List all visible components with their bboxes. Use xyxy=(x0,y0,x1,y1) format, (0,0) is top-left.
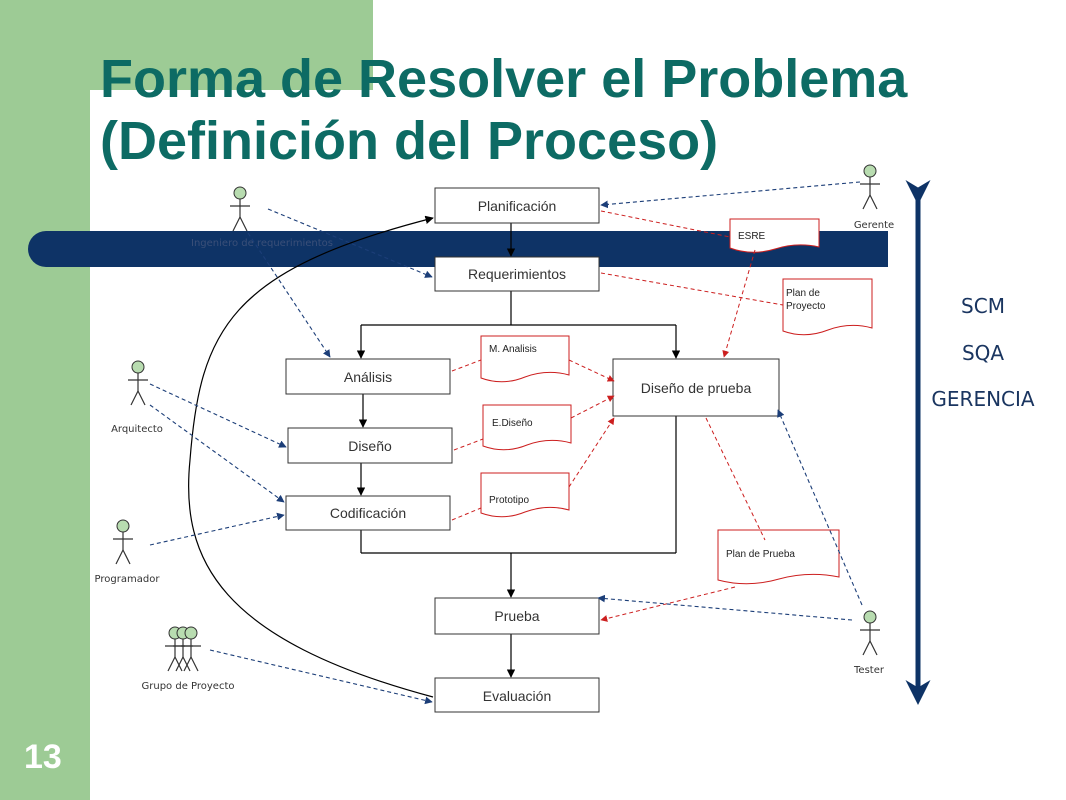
doc-plan-proyecto-line1: Plan de xyxy=(786,288,820,299)
box-evaluacion: Evaluación xyxy=(434,677,600,713)
link-tester-prueba xyxy=(597,594,853,621)
link-gerente-planificacion xyxy=(600,181,861,209)
navy-band-end xyxy=(860,231,888,267)
box-analisis: Análisis xyxy=(285,358,451,395)
actor-arquitecto: Arquitecto xyxy=(111,360,163,435)
side-label-sqa: SQA xyxy=(962,341,1004,365)
doc-plan-proyecto-line2: Proyecto xyxy=(786,301,826,312)
box-codificacion: Codificación xyxy=(285,495,451,531)
link-e-diseno-dp xyxy=(570,395,615,419)
actor-programador-label: Programador xyxy=(95,574,161,585)
link-arquitecto-diseno xyxy=(149,383,287,448)
document-links xyxy=(451,210,784,622)
actor-gerente: Gerente xyxy=(854,164,894,231)
box-requerimientos-label: Requerimientos xyxy=(468,266,566,282)
actor-tester-label: Tester xyxy=(853,665,885,676)
stick-figure-icon xyxy=(112,519,134,565)
link-grupo-evaluacion xyxy=(209,649,433,705)
link-programador-codificacion xyxy=(149,512,285,546)
group-stick-figures-icon xyxy=(164,626,202,672)
doc-plan-prueba-label: Plan de Prueba xyxy=(726,549,795,560)
link-arquitecto-codificacion xyxy=(149,404,285,503)
actor-ingeniero: Ingeniero de requerimientos xyxy=(191,186,333,249)
doc-plan-prueba: Plan de Prueba xyxy=(717,529,840,585)
link-cod-prototipo xyxy=(451,507,482,521)
box-diseno: Diseño xyxy=(287,427,453,464)
link-esre-diseno-prueba xyxy=(722,249,756,358)
slide-title: Forma de Resolver el Problema (Definició… xyxy=(100,48,907,172)
navy-band xyxy=(28,231,888,267)
feedback-loop xyxy=(188,215,434,698)
box-codificacion-label: Codificación xyxy=(330,505,406,521)
actor-programador: Programador xyxy=(95,519,161,585)
link-prototipo-dp xyxy=(568,417,615,488)
box-planificacion-label: Planificación xyxy=(478,198,557,214)
slide-title-line1: Forma de Resolver el Problema xyxy=(100,49,908,109)
box-planificacion: Planificación xyxy=(434,187,600,224)
page-number: 13 xyxy=(24,738,62,776)
box-evaluacion-label: Evaluación xyxy=(483,688,552,704)
doc-m-analisis: M. Analisis xyxy=(480,335,570,383)
link-tester-diseno-prueba xyxy=(777,409,863,606)
box-prueba: Prueba xyxy=(434,597,600,635)
link-plan-prueba-prueba xyxy=(600,586,736,622)
actor-gerente-label: Gerente xyxy=(854,220,894,231)
stick-figure-icon xyxy=(229,186,251,232)
actor-links xyxy=(149,181,863,705)
box-diseno-prueba: Diseño de prueba xyxy=(612,358,780,417)
actor-grupo-label: Grupo de Proyecto xyxy=(142,681,235,692)
box-requerimientos: Requerimientos xyxy=(434,256,600,292)
doc-plan-proyecto: Plan de Proyecto xyxy=(782,278,873,336)
stick-figure-icon xyxy=(127,360,149,406)
side-label-gerencia: GERENCIA xyxy=(931,387,1034,411)
side-label-scm: SCM xyxy=(961,294,1005,318)
link-dp-plan-prueba xyxy=(705,417,766,541)
link-plan-esre xyxy=(600,210,731,238)
doc-esre: ESRE xyxy=(729,218,820,253)
doc-prototipo-label: Prototipo xyxy=(489,495,529,506)
actor-grupo: Grupo de Proyecto xyxy=(142,626,235,692)
link-req-plan-proyecto xyxy=(600,272,784,306)
box-diseno-label: Diseño xyxy=(348,438,392,454)
doc-e-diseno: E.Diseño xyxy=(482,404,572,451)
actor-ingeniero-label: Ingeniero de requerimientos xyxy=(191,238,333,249)
box-prueba-label: Prueba xyxy=(494,608,539,624)
doc-e-diseno-label: E.Diseño xyxy=(492,418,533,429)
stick-figure-icon xyxy=(859,610,881,656)
link-diseno-e-diseno xyxy=(453,438,484,451)
green-side-bar xyxy=(0,0,90,800)
flow-connectors xyxy=(188,215,681,698)
link-ingeniero-requerimientos xyxy=(267,208,433,278)
doc-esre-label: ESRE xyxy=(738,231,766,242)
link-m-analisis-dp xyxy=(568,359,615,382)
link-analisis-m-analisis xyxy=(451,359,482,372)
link-ingeniero-analisis xyxy=(247,232,331,358)
doc-prototipo: Prototipo xyxy=(480,472,570,518)
box-diseno-prueba-label: Diseño de prueba xyxy=(641,380,752,396)
actor-tester: Tester xyxy=(853,610,885,676)
green-top-block xyxy=(90,0,373,90)
doc-m-analisis-label: M. Analisis xyxy=(489,344,537,355)
actor-arquitecto-label: Arquitecto xyxy=(111,424,163,435)
slide-title-line2: (Definición del Proceso) xyxy=(100,111,719,171)
box-analisis-label: Análisis xyxy=(344,369,392,385)
